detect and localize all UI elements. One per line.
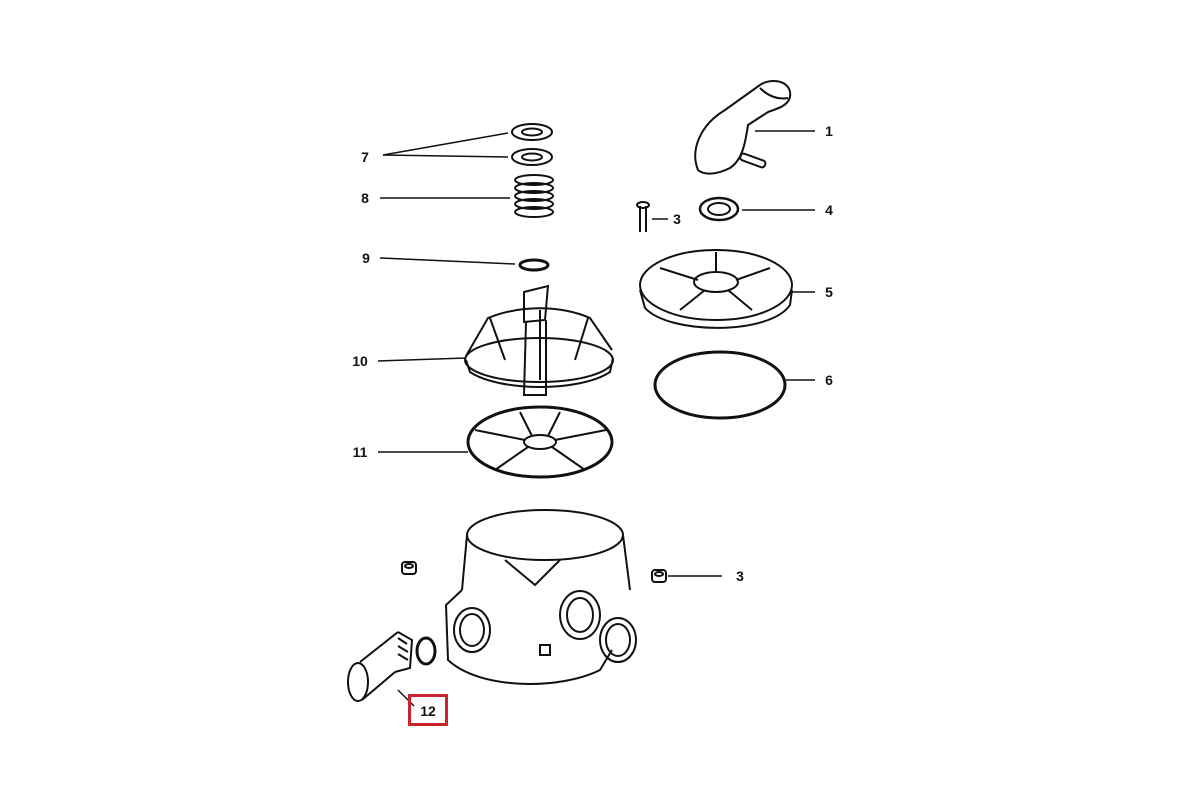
valve-body [444, 509, 637, 685]
nut-left [401, 561, 417, 575]
part-6-o-ring [653, 350, 787, 420]
part-8-spring [514, 174, 554, 218]
label-part-1: 1 [825, 123, 833, 139]
part-11-gasket [466, 405, 614, 479]
label-part-5: 5 [825, 284, 833, 300]
part-3-nut [651, 569, 667, 583]
label-part-3-screw: 3 [673, 211, 681, 227]
part-9-o-ring [518, 258, 550, 272]
label-part-7: 7 [361, 149, 369, 165]
label-part-8: 8 [361, 190, 369, 206]
label-part-4: 4 [825, 202, 833, 218]
highlight-box-part-12 [408, 694, 448, 726]
part-7-washers [511, 123, 553, 166]
label-part-11: 11 [352, 444, 368, 460]
part-1-handle [694, 79, 792, 175]
label-part-6: 6 [825, 372, 833, 388]
label-part-9: 9 [362, 250, 370, 266]
part-4-washer [698, 196, 740, 222]
label-part-3-nut: 3 [736, 568, 744, 584]
label-part-10: 10 [352, 353, 368, 369]
label-part-12: 12 [420, 703, 436, 719]
part-12-drain-plug [347, 631, 437, 702]
part-10-rotor [464, 284, 614, 396]
part-5-cover [639, 249, 793, 329]
leader-lines [377, 130, 815, 707]
part-3-screw [636, 201, 650, 232]
